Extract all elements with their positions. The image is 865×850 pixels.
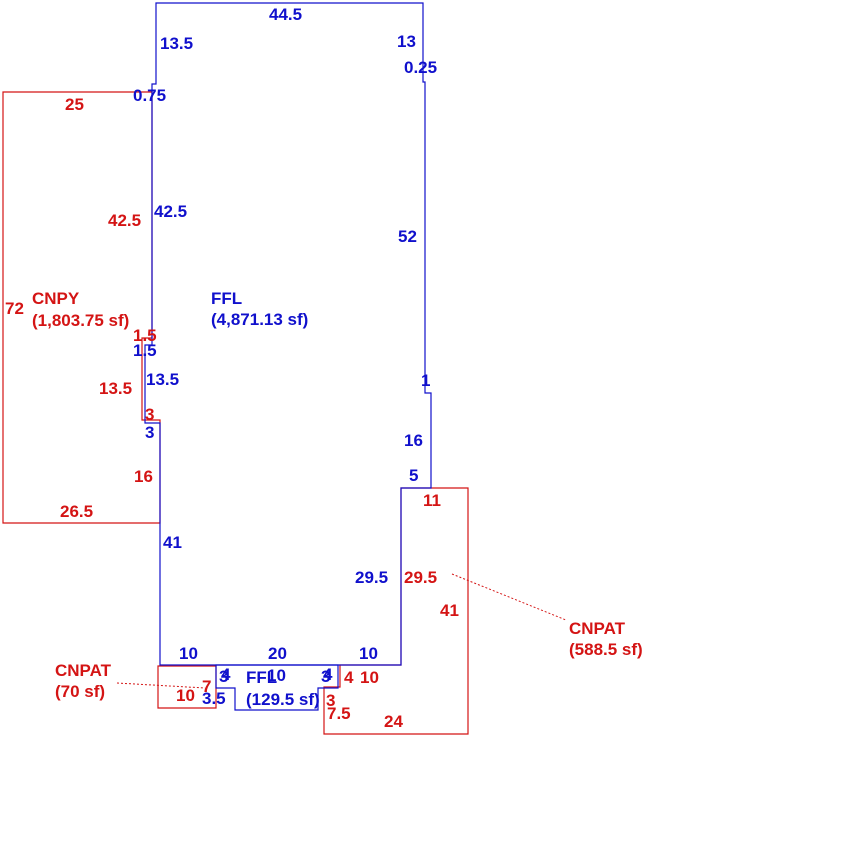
dim-ffl-left-jog: 0.75 xyxy=(133,86,166,105)
dim-cnpat-right-left: 29.5 xyxy=(404,568,437,587)
dim-ffl-small-b: 4 xyxy=(323,665,333,684)
dim-cnpy-step: 1.5 xyxy=(133,326,157,345)
cnpat-left-outline xyxy=(157,665,217,709)
dim-cnpy-bottom: 26.5 xyxy=(60,502,93,521)
dim-ffl-small-top: 10 xyxy=(267,666,286,685)
dim-ffl-notch-left: 3 xyxy=(219,667,228,686)
cnpat-right-area: (588.5 sf) xyxy=(569,640,643,659)
dim-ffl-right-jog2: 1 xyxy=(421,371,430,390)
dim-ffl-right-jog: 0.25 xyxy=(404,58,437,77)
dim-ffl-bottom-right: 10 xyxy=(359,644,378,663)
dim-cnpat-right-top: 11 xyxy=(423,491,441,510)
dim-ffl-top: 44.5 xyxy=(269,5,302,24)
ffl-small-outline xyxy=(215,664,339,711)
dim-ffl-left-main: 42.5 xyxy=(154,202,187,221)
dim-ffl-left-step: 1.5 xyxy=(133,341,157,360)
dim-ffl-right-main: 52 xyxy=(398,227,417,246)
ffl-small-code: FFL xyxy=(246,668,277,687)
dim-ffl-bottom-left: 10 xyxy=(179,644,198,663)
dim-ffl-inner-right: 29.5 xyxy=(355,568,388,587)
cnpat-left-leader xyxy=(116,682,206,689)
cnpy-outline xyxy=(2,91,161,524)
dim-cnpy-left: 72 xyxy=(5,299,24,318)
cnpy-area: (1,803.75 sf) xyxy=(32,311,129,330)
cnpat-left-code: CNPAT xyxy=(55,661,112,680)
dim-ffl-left-step2: 3 xyxy=(145,423,154,442)
dim-cnpat-right-inner-b: 10 xyxy=(360,668,379,687)
dim-ffl-small-a: 4 xyxy=(221,665,231,684)
cnpat-right-leader xyxy=(451,573,567,621)
dim-ffl-notch-right: 3 xyxy=(321,667,330,686)
dim-ffl-bottom-mid: 20 xyxy=(268,644,287,663)
dim-cnpy-mid: 13.5 xyxy=(99,379,132,398)
cnpy-code: CNPY xyxy=(32,289,80,308)
cnpat-left-area: (70 sf) xyxy=(55,682,105,701)
dim-cnpat-right-bottom: 24 xyxy=(384,712,403,731)
ffl-small-area: (129.5 sf) xyxy=(246,690,320,709)
ffl-main-outline xyxy=(144,2,432,666)
dim-cnpy-lower: 16 xyxy=(134,467,153,486)
dim-ffl-left-bottom: 41 xyxy=(163,533,182,552)
dim-cnpat-right-inner-c: 3 xyxy=(326,691,335,710)
dim-ffl-right-lower: 16 xyxy=(404,431,423,450)
ffl-main-area: (4,871.13 sf) xyxy=(211,310,308,329)
ffl-main-code: FFL xyxy=(211,289,242,308)
dim-cnpat-right-inner-a: 4 xyxy=(344,668,354,687)
dim-cnpy-step2: 3 xyxy=(145,405,154,424)
dim-ffl-right-step: 5 xyxy=(409,466,418,485)
dim-cnpy-right-upper: 42.5 xyxy=(108,211,141,230)
dim-cnpat-right-right: 41 xyxy=(440,601,459,620)
dim-cnpat-right-inner-d: 7.5 xyxy=(327,704,351,723)
dim-ffl-notch-side: 3.5 xyxy=(202,689,226,708)
dim-cnpat-left-side: 7 xyxy=(202,677,211,696)
cnpat-right-code: CNPAT xyxy=(569,619,626,638)
dim-cnpat-left-bottom: 10 xyxy=(176,686,195,705)
dim-cnpy-top: 25 xyxy=(65,95,84,114)
dim-ffl-left-upper: 13.5 xyxy=(160,34,193,53)
dim-ffl-right-upper: 13 xyxy=(397,32,416,51)
dim-ffl-left-lower: 13.5 xyxy=(146,370,179,389)
